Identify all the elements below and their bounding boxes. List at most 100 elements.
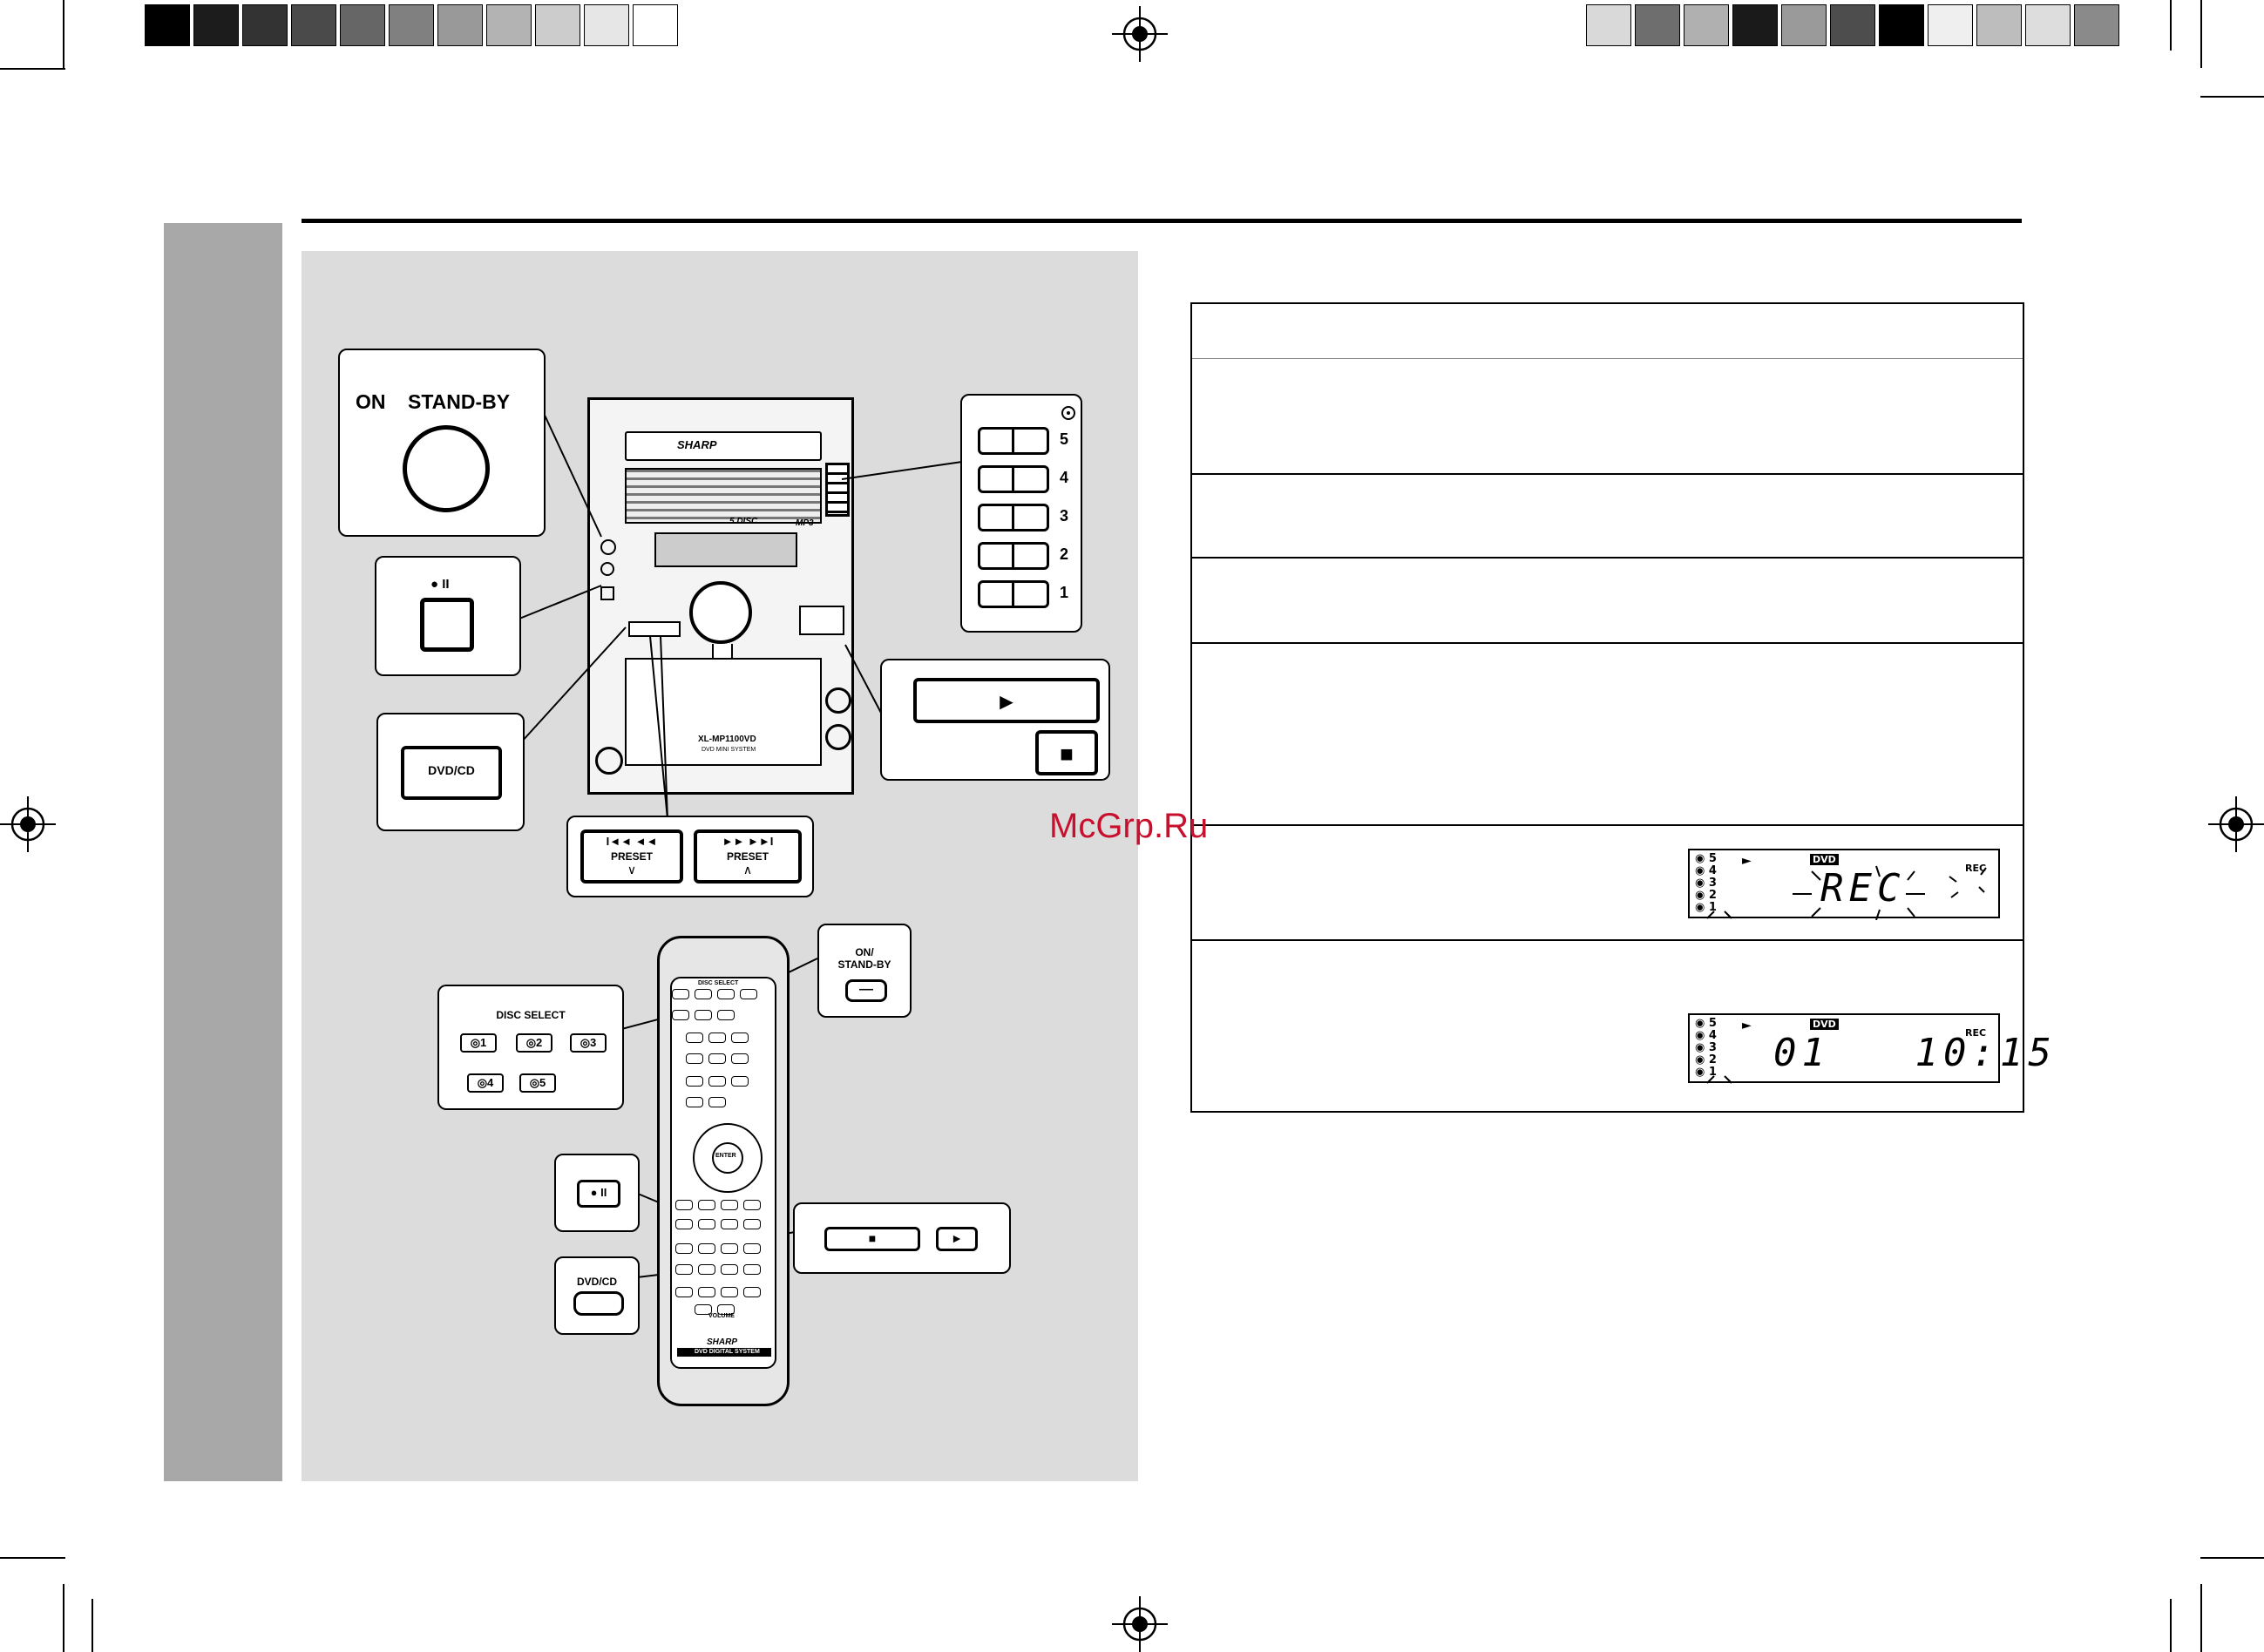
remote-key[interactable] bbox=[675, 1200, 693, 1210]
disc-3-button[interactable] bbox=[978, 504, 1049, 531]
remote-key[interactable] bbox=[717, 989, 735, 999]
remote-key[interactable] bbox=[686, 1076, 703, 1087]
dvd-cd-label: DVD/CD bbox=[428, 763, 475, 777]
remote-key[interactable] bbox=[721, 1200, 738, 1210]
remote-key[interactable] bbox=[686, 1053, 703, 1064]
remote-key[interactable] bbox=[698, 1287, 715, 1297]
disc-number-label: 3 bbox=[1060, 507, 1069, 525]
disc-select-2-button[interactable]: ◎2 bbox=[516, 1033, 552, 1053]
disc-4-button[interactable] bbox=[978, 465, 1049, 493]
play-stop-keys[interactable] bbox=[799, 606, 844, 635]
volume-knob[interactable] bbox=[689, 581, 752, 644]
remote-key[interactable] bbox=[708, 1097, 726, 1107]
color-swatch bbox=[242, 4, 288, 46]
remote-key[interactable] bbox=[672, 1010, 689, 1020]
rec-pause-button[interactable] bbox=[420, 598, 474, 652]
color-swatch bbox=[340, 4, 385, 46]
display-panel-time: ◉ 5◉ 4◉ 3◉ 2◉ 1 ► DVD REC 01 10:15 bbox=[1688, 1013, 2051, 1084]
on-label: ON bbox=[356, 390, 386, 413]
color-swatch bbox=[1976, 4, 2022, 46]
remote-key[interactable] bbox=[698, 1219, 715, 1229]
disc-indicator: ◉ 1 bbox=[1695, 901, 1717, 914]
disc-5-button[interactable] bbox=[978, 427, 1049, 455]
color-swatch bbox=[291, 4, 336, 46]
key-divider bbox=[1012, 545, 1014, 567]
remote-key[interactable] bbox=[717, 1304, 735, 1315]
remote-key[interactable] bbox=[731, 1076, 749, 1087]
remote-key[interactable] bbox=[743, 1219, 761, 1229]
remote-key[interactable] bbox=[695, 1010, 712, 1020]
remote-key[interactable] bbox=[721, 1264, 738, 1275]
disc-key-strip[interactable] bbox=[825, 463, 850, 517]
header-rule bbox=[302, 219, 2022, 223]
remote-key[interactable] bbox=[675, 1287, 693, 1297]
remote-key[interactable] bbox=[708, 1053, 726, 1064]
disc-select-4-button[interactable]: ◎4 bbox=[467, 1073, 504, 1093]
remote-key[interactable] bbox=[698, 1243, 715, 1254]
remote-key[interactable] bbox=[675, 1219, 693, 1229]
disc-number-label: 1 bbox=[1060, 584, 1069, 601]
remote-key[interactable] bbox=[743, 1264, 761, 1275]
remote-power-button[interactable]: — bbox=[845, 979, 887, 1002]
standby-label: STAND-BY bbox=[408, 390, 511, 413]
color-swatch bbox=[437, 4, 483, 46]
remote-key[interactable] bbox=[743, 1287, 761, 1297]
remote-dvd-cd-callout: DVD/CD bbox=[554, 1256, 640, 1335]
preset-up-button[interactable]: ►► ►►I PRESET ∧ bbox=[694, 829, 802, 884]
remote-dvd-cd-button[interactable] bbox=[573, 1291, 624, 1316]
remote-play-button[interactable]: ► bbox=[936, 1227, 978, 1251]
preset-keys-small[interactable] bbox=[628, 621, 681, 637]
remote-key[interactable] bbox=[672, 989, 689, 999]
remote-key[interactable] bbox=[708, 1076, 726, 1087]
disc-select-1-button[interactable]: ◎1 bbox=[460, 1033, 497, 1053]
remote-key[interactable] bbox=[675, 1243, 693, 1254]
power-key-small[interactable] bbox=[600, 539, 616, 555]
remote-stop-button[interactable]: ■ bbox=[824, 1227, 920, 1251]
color-swatch bbox=[1928, 4, 1973, 46]
remote-control: DISC SELECT ENTER VOLUME DVD DIGITAL SYS… bbox=[657, 936, 790, 1406]
color-swatch bbox=[2025, 4, 2071, 46]
remote-key[interactable] bbox=[708, 1032, 726, 1043]
play-button[interactable]: ► bbox=[913, 678, 1100, 723]
stop-key-small[interactable] bbox=[600, 586, 614, 600]
remote-key[interactable] bbox=[721, 1243, 738, 1254]
color-swatch bbox=[486, 4, 532, 46]
power-button[interactable] bbox=[403, 425, 490, 512]
stop-button[interactable]: ■ bbox=[1035, 730, 1098, 775]
rec-pause-key-small[interactable] bbox=[600, 562, 614, 576]
remote-enter-button[interactable] bbox=[712, 1142, 743, 1174]
color-swatch bbox=[1732, 4, 1778, 46]
remote-key[interactable] bbox=[695, 989, 712, 999]
remote-key[interactable] bbox=[686, 1097, 703, 1107]
remote-stop-play-callout: ■ ► bbox=[793, 1202, 1011, 1274]
remote-key[interactable] bbox=[695, 1304, 712, 1315]
disc-select-3-button[interactable]: ◎3 bbox=[570, 1033, 607, 1053]
table-row-divider bbox=[1192, 939, 2023, 941]
remote-key[interactable] bbox=[721, 1219, 738, 1229]
remote-key[interactable] bbox=[743, 1200, 761, 1210]
headphone-jack[interactable] bbox=[595, 747, 623, 775]
model-label: XL-MP1100VD bbox=[698, 735, 756, 744]
remote-key[interactable] bbox=[721, 1287, 738, 1297]
dvd-cd-button[interactable]: DVD/CD bbox=[401, 746, 502, 800]
remote-key[interactable] bbox=[731, 1053, 749, 1064]
model-subtitle: DVD MINI SYSTEM bbox=[702, 747, 756, 753]
remote-key[interactable] bbox=[740, 989, 757, 999]
table-row-divider bbox=[1192, 358, 2023, 359]
remote-rec-pause-button[interactable]: ● II bbox=[577, 1180, 620, 1208]
preset-down-button[interactable]: I◄◄ ◄◄ PRESET ∨ bbox=[580, 829, 683, 884]
remote-key[interactable] bbox=[698, 1264, 715, 1275]
disc-select-5-button[interactable]: ◎5 bbox=[519, 1073, 556, 1093]
remote-key[interactable] bbox=[717, 1010, 735, 1020]
remote-key[interactable] bbox=[731, 1032, 749, 1043]
remote-key[interactable] bbox=[675, 1264, 693, 1275]
remote-key[interactable] bbox=[686, 1032, 703, 1043]
disc-1-button[interactable] bbox=[978, 580, 1049, 608]
remote-key[interactable] bbox=[698, 1200, 715, 1210]
side-tab bbox=[164, 223, 282, 1481]
disc-2-button[interactable] bbox=[978, 542, 1049, 570]
disc-number-label: 4 bbox=[1060, 469, 1069, 486]
color-swatch bbox=[535, 4, 580, 46]
remote-key[interactable] bbox=[743, 1243, 761, 1254]
